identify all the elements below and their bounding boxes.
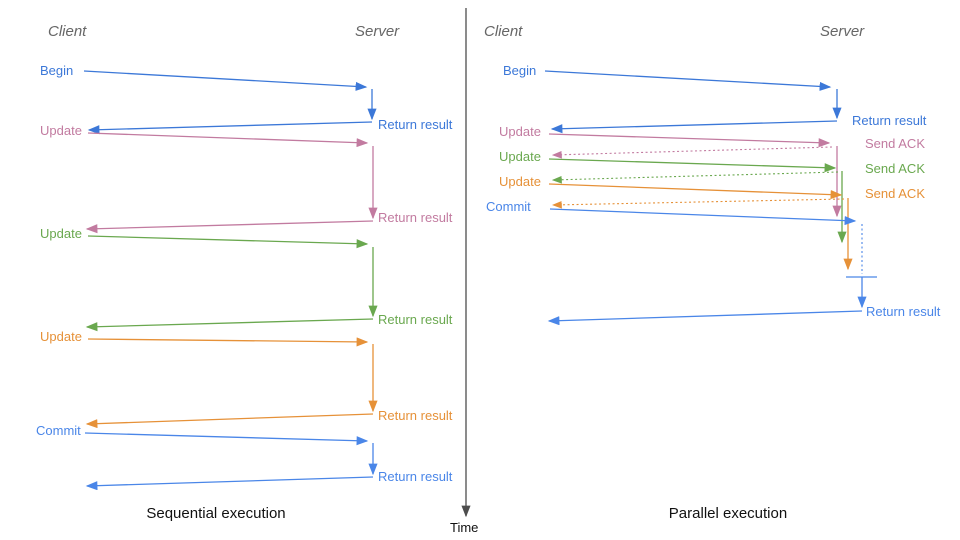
parallel-begin-arrows	[544, 70, 842, 134]
par-begin-request-line	[544, 70, 832, 91]
parallel-panel-title: Parallel execution	[668, 505, 788, 522]
par-server-header: Server	[820, 23, 865, 40]
seq-update3-return-line	[85, 413, 374, 429]
par-begin-request-label: Begin	[503, 63, 537, 78]
parallel-update2-arrows	[548, 158, 847, 244]
seq-begin-return-line	[87, 121, 373, 135]
par-update2-ack-line	[551, 171, 839, 184]
par-update2-ack-label: Send ACK	[865, 161, 925, 176]
seq-begin-return-label: Return result	[378, 117, 453, 132]
par-update3-request-label: Update	[499, 174, 541, 189]
seq-update1-request-label: Update	[40, 123, 82, 138]
seq-commit-return-line	[85, 476, 374, 491]
sequential-update3-arrows	[85, 337, 378, 429]
sequential-begin-arrows	[83, 70, 377, 135]
seq-update3-request-line	[87, 337, 369, 347]
parallel-commit-arrows	[547, 208, 877, 326]
par-update1-request-label: Update	[499, 124, 541, 139]
par-update2-request-label: Update	[499, 149, 541, 164]
par-update1-ack-line	[551, 146, 833, 159]
seq-update3-return-label: Return result	[378, 408, 453, 423]
par-update1-request-line	[548, 133, 831, 148]
sequential-commit-arrows	[84, 432, 378, 491]
seq-update2-return-line	[85, 318, 374, 332]
seq-update1-return-label: Return result	[378, 210, 453, 225]
par-commit-request-label: Commit	[486, 199, 531, 214]
seq-update3-request-label: Update	[40, 329, 82, 344]
par-commit-return-label: Return result	[866, 304, 941, 319]
parallel-update3-arrows	[548, 183, 853, 271]
seq-begin-request-line	[83, 70, 368, 91]
par-update1-ack-label: Send ACK	[865, 136, 925, 151]
par-update3-request-line	[548, 183, 843, 200]
parallel-update1-arrows	[548, 133, 842, 218]
seq-update1-return-line	[85, 220, 374, 234]
seq-update2-request-label: Update	[40, 226, 82, 241]
par-commit-return-line	[547, 310, 863, 326]
par-commit-request-line	[549, 208, 857, 226]
par-begin-return-line	[550, 120, 838, 134]
par-update3-ack-line	[551, 198, 845, 209]
par-update2-request-line	[548, 158, 837, 173]
time-axis-label: Time	[450, 520, 479, 535]
sequential-panel-title: Sequential execution	[146, 505, 286, 522]
seq-begin-request-label: Begin	[40, 63, 74, 78]
sequential-update2-arrows	[85, 235, 378, 332]
par-client-header: Client	[484, 23, 523, 40]
seq-commit-return-label: Return result	[378, 469, 453, 484]
seq-update1-request-line	[87, 132, 369, 148]
par-begin-return-label: Return result	[852, 113, 927, 128]
par-update3-ack-label: Send ACK	[865, 186, 925, 201]
seq-commit-request-line	[84, 432, 369, 446]
sequential-update1-arrows	[85, 132, 378, 234]
seq-update2-return-label: Return result	[378, 312, 453, 327]
seq-client-header: Client	[48, 23, 87, 40]
seq-server-header: Server	[355, 23, 400, 40]
seq-update2-request-line	[87, 235, 369, 249]
seq-commit-request-label: Commit	[36, 423, 81, 438]
